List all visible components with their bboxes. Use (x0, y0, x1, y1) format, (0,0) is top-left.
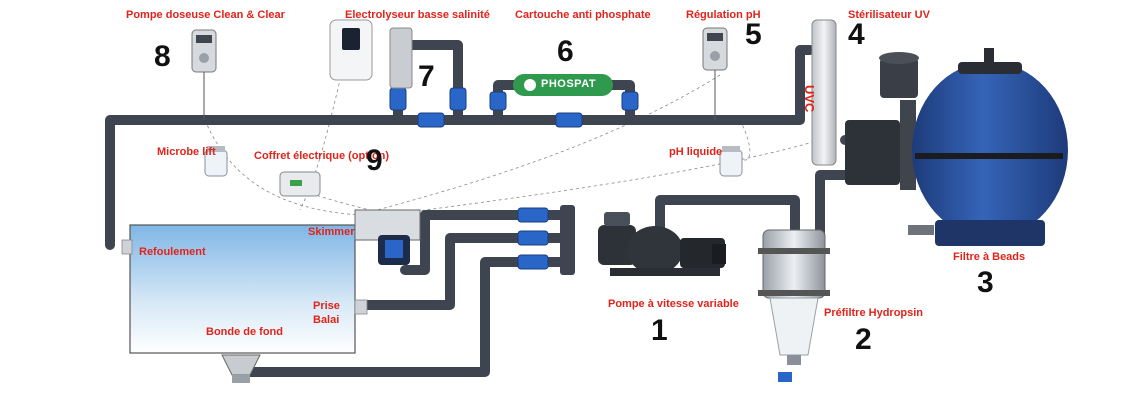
number-1: 1 (651, 314, 668, 347)
uv-sterilizer (811, 19, 837, 166)
bead-filter (908, 48, 1068, 246)
label-regulation-ph: Régulation pH (686, 9, 761, 21)
phospat-brand: PHOSPAT (541, 78, 597, 90)
ph-regulator-device (702, 27, 728, 120)
ph-liquide-jar (719, 146, 743, 177)
pool (121, 224, 368, 354)
number-6: 6 (557, 35, 574, 68)
label-pompe: Pompe à vitesse variable (608, 298, 739, 310)
number-7: 7 (418, 60, 435, 93)
phospat-cartridge (513, 74, 613, 96)
number-9: 9 (366, 144, 383, 177)
microbe-lift-jar (204, 146, 228, 177)
number-2: 2 (855, 323, 872, 356)
uvc-brand: UVC (802, 85, 817, 113)
label-cartouche: Cartouche anti phosphate (515, 9, 651, 21)
electrical-box (279, 171, 321, 197)
skimmer (354, 209, 421, 265)
label-microbe-lift: Microbe lift (157, 146, 216, 158)
label-balai: Balai (313, 314, 340, 326)
label-electrolyseur: Electrolyseur basse salinité (345, 9, 490, 21)
label-refoulement: Refoulement (139, 246, 206, 258)
label-sterilisateur: Stérilisateur UV (848, 9, 930, 21)
prefilter (758, 229, 830, 382)
label-filtre: Filtre à Beads (953, 251, 1026, 263)
label-skimmer: Skimmer (308, 226, 355, 238)
label-pompe-doseuse: Pompe doseuse Clean & Clear (126, 9, 285, 21)
bonde-de-fond (221, 354, 261, 383)
electrolyser-device (329, 19, 413, 89)
number-8: 8 (154, 40, 171, 73)
label-prise: Prise (313, 300, 340, 312)
pump (598, 212, 726, 276)
label-prefiltre: Préfiltre Hydropsin (824, 307, 924, 319)
label-bonde: Bonde de fond (206, 326, 283, 338)
number-4: 4 (848, 18, 865, 51)
number-5: 5 (745, 18, 762, 51)
dosing-pump-device (191, 29, 217, 120)
valves (389, 87, 639, 270)
label-ph-liquide: pH liquide (669, 146, 723, 158)
manifold (560, 205, 575, 275)
multiport-valve (845, 52, 919, 190)
label-coffret: Coffret électrique (option) (254, 150, 390, 162)
number-3: 3 (977, 266, 994, 299)
